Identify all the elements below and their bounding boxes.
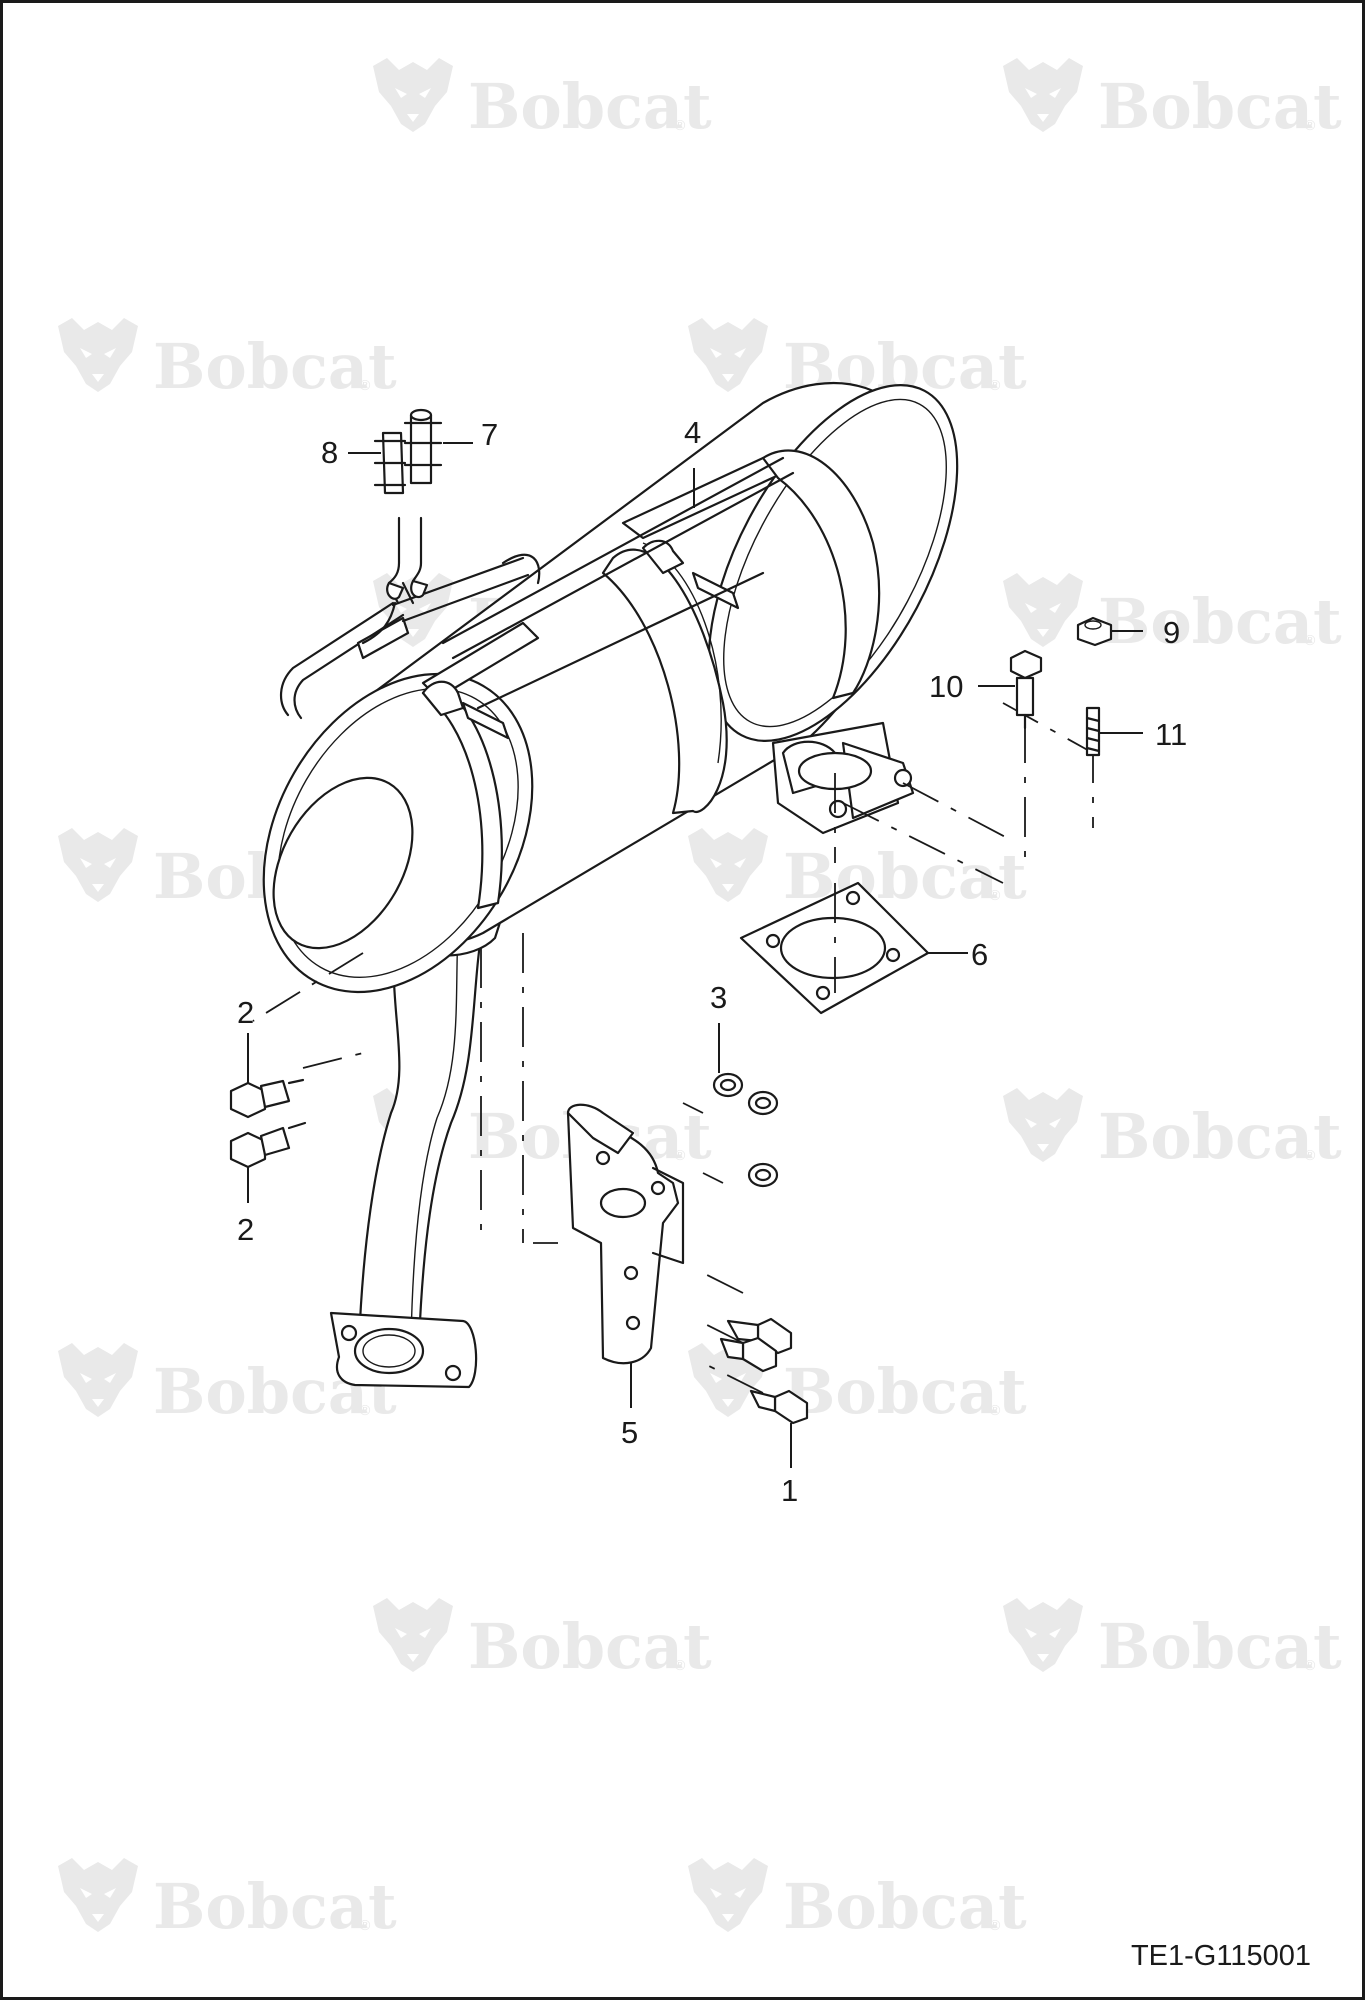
callout-2-top: 2 (237, 995, 254, 1030)
bobcat-head-icon (1003, 1088, 1083, 1162)
watermark-reg: ® (1303, 118, 1317, 134)
callout-1: 1 (781, 1473, 798, 1508)
watermark-reg: ® (1303, 633, 1317, 649)
watermark-tile: Bobcat ® (58, 1858, 397, 1943)
watermark-text: Bobcat (1098, 1610, 1342, 1683)
stud-11 (1085, 706, 1101, 757)
callout-8: 8 (321, 435, 338, 470)
bobcat-head-icon (688, 828, 768, 902)
callout-2-bottom: 2 (237, 1212, 254, 1247)
watermark-reg: ® (988, 1918, 1002, 1934)
bolt-1b (719, 1336, 778, 1373)
pressure-sensor-group (361, 408, 443, 645)
nut-3c (747, 1162, 779, 1188)
watermark-tile: Bobcat ® (1003, 1598, 1342, 1683)
bobcat-head-icon (373, 58, 453, 132)
callout-6: 6 (971, 937, 988, 972)
watermark-tile: Bobcat ® (1003, 58, 1342, 143)
watermark-reg: ® (673, 118, 687, 134)
nut-3a (712, 1072, 744, 1098)
watermark-text: Bobcat (783, 1355, 1027, 1428)
bolt-10 (1009, 649, 1043, 730)
watermark-text: Bobcat (468, 1610, 712, 1683)
bobcat-head-icon (58, 828, 138, 902)
explode-lines (252, 702, 1094, 1394)
callout-9: 9 (1163, 615, 1180, 650)
watermark-tile: Bobcat ® (373, 1598, 712, 1683)
bolt-2a (229, 1078, 305, 1119)
watermark-tile: Bobcat ® (58, 1343, 397, 1428)
watermark-text: Bobcat (153, 330, 397, 403)
watermark-reg: ® (358, 1403, 372, 1419)
watermark-tile: Bobcat ® (1003, 1088, 1342, 1173)
watermark-reg: ® (1303, 1148, 1317, 1164)
callout-5: 5 (621, 1415, 638, 1450)
watermark-reg: ® (358, 378, 372, 394)
callout-10: 10 (929, 669, 963, 704)
callouts: 7 8 4 9 10 11 6 2 2 3 5 1 (237, 415, 1187, 1508)
callout-3: 3 (710, 980, 727, 1015)
watermark-tile: Bobcat ® (1003, 573, 1342, 658)
nut-9 (1076, 616, 1113, 647)
parts-diagram: Bobcat ® Bobcat ® Bobcat ® Bobcat ® Bobc… (58, 58, 1342, 1972)
watermark-tile: Bobcat ® (688, 1858, 1027, 1943)
watermark-tile: Bobcat ® (373, 58, 712, 143)
bolt-1c (749, 1389, 809, 1425)
bobcat-head-icon (373, 1598, 453, 1672)
bobcat-head-icon (58, 1343, 138, 1417)
bobcat-head-icon (688, 1858, 768, 1932)
watermark-reg: ® (988, 888, 1002, 904)
watermark-reg: ® (1303, 1658, 1317, 1674)
bobcat-head-icon (58, 318, 138, 392)
watermark-reg: ® (358, 1918, 372, 1934)
bolt-2b (229, 1121, 307, 1169)
bobcat-head-icon (688, 318, 768, 392)
fasteners (229, 616, 1113, 1425)
bobcat-head-icon (1003, 573, 1083, 647)
watermark-text: Bobcat (783, 1870, 1027, 1943)
callout-11: 11 (1155, 717, 1187, 752)
watermark-text: Bobcat (1098, 585, 1342, 658)
watermark-reg: ® (673, 1148, 687, 1164)
watermark-text: Bobcat (153, 1870, 397, 1943)
bobcat-head-icon (1003, 58, 1083, 132)
watermark-tile: Bobcat ® (688, 1343, 1027, 1428)
watermark-reg: ® (673, 1658, 687, 1674)
gasket (739, 881, 930, 1015)
watermark-reg: ® (988, 1403, 1002, 1419)
watermark-text: Bobcat (1098, 1100, 1342, 1173)
callout-7: 7 (481, 417, 498, 452)
mounting-bracket (566, 1103, 685, 1365)
watermark-text: Bobcat (468, 70, 712, 143)
callout-4: 4 (684, 415, 701, 450)
nut-3b (747, 1090, 779, 1116)
leader-lines (247, 442, 1143, 1468)
watermark-reg: ® (988, 378, 1002, 394)
watermark-tile: Bobcat ® (58, 318, 397, 403)
drawing-code: TE1-G115001 (1131, 1940, 1311, 1972)
bobcat-head-icon (1003, 1598, 1083, 1672)
watermark-text: Bobcat (1098, 70, 1342, 143)
bobcat-head-icon (58, 1858, 138, 1932)
